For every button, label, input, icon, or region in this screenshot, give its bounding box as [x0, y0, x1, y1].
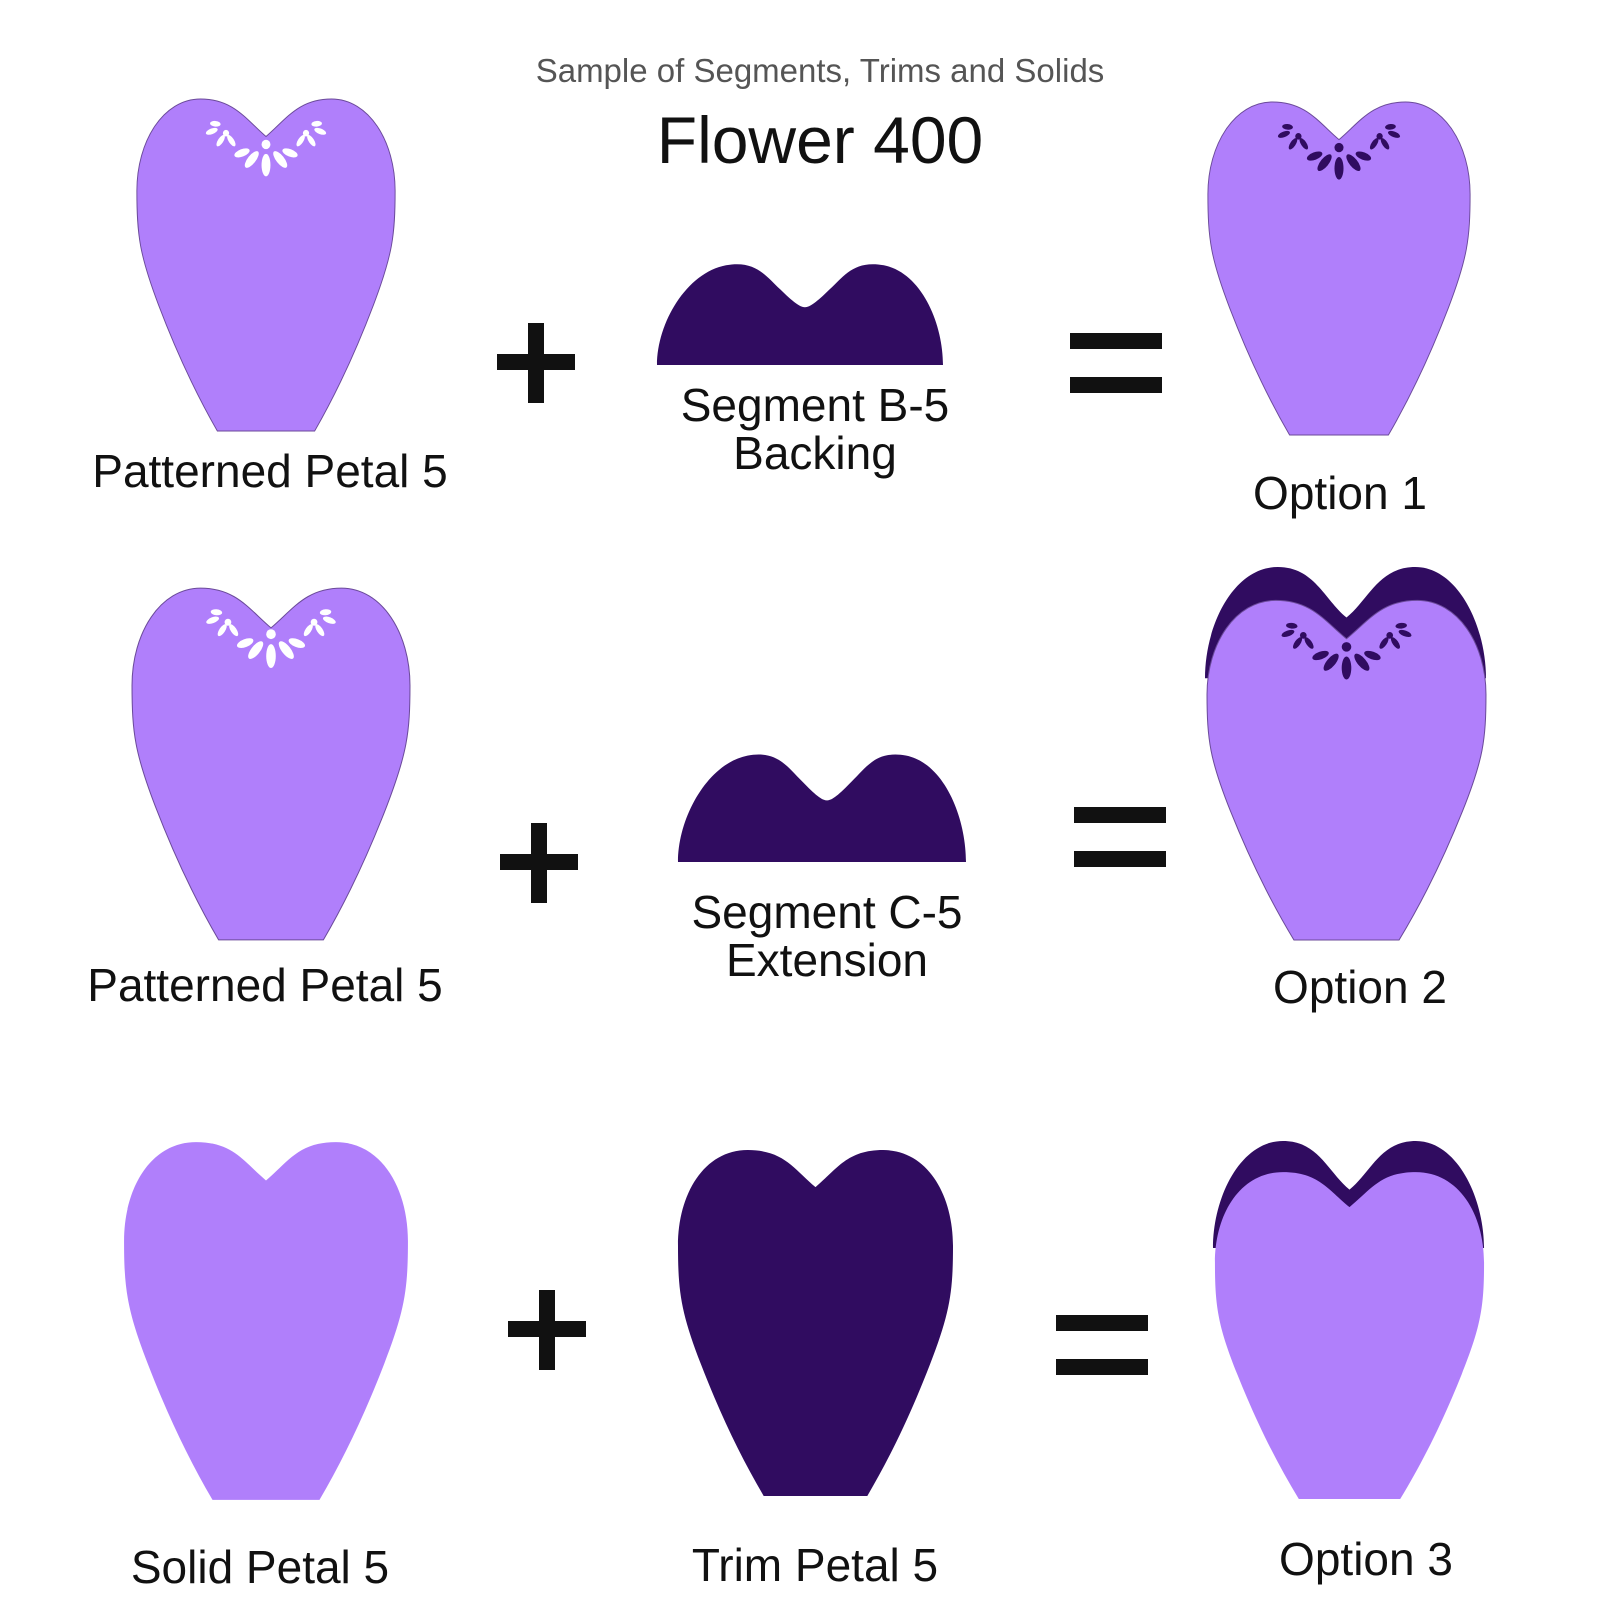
patterned-petal-2	[131, 587, 411, 941]
row3-middle-label: Trim Petal 5	[691, 1539, 939, 1591]
row2-middle-label-2: Extension	[725, 934, 928, 986]
equals-icon	[1056, 1315, 1148, 1375]
equals-icon	[1070, 333, 1162, 393]
segment-b5	[657, 264, 943, 365]
equals-icon	[1074, 807, 1166, 867]
option2-petal	[1205, 567, 1487, 941]
option3-petal	[1213, 1140, 1485, 1500]
row1-left-label: Patterned Petal 5	[92, 445, 448, 497]
page-subtitle: Sample of Segments, Trims and Solids	[535, 52, 1105, 89]
option1-petal	[1207, 101, 1471, 436]
plus-icon	[500, 823, 578, 903]
plus-icon	[497, 323, 575, 403]
row2-result-label: Option 2	[1273, 961, 1447, 1013]
plus-icon	[508, 1290, 586, 1370]
patterned-petal-1	[136, 98, 396, 432]
page-title: Flower 400	[656, 103, 984, 177]
row2-middle-label-1: Segment C-5	[691, 886, 963, 938]
row1-middle-label-2: Backing	[733, 427, 897, 479]
segment-c5	[678, 754, 966, 862]
row1-middle-label-1: Segment B-5	[680, 379, 950, 431]
row3-result-label: Option 3	[1279, 1533, 1453, 1585]
row1-result-label: Option 1	[1253, 467, 1427, 519]
solid-petal	[124, 1142, 408, 1500]
trim-petal	[677, 1150, 954, 1496]
row2-left-label: Patterned Petal 5	[87, 959, 443, 1011]
row3-left-label: Solid Petal 5	[130, 1541, 390, 1593]
